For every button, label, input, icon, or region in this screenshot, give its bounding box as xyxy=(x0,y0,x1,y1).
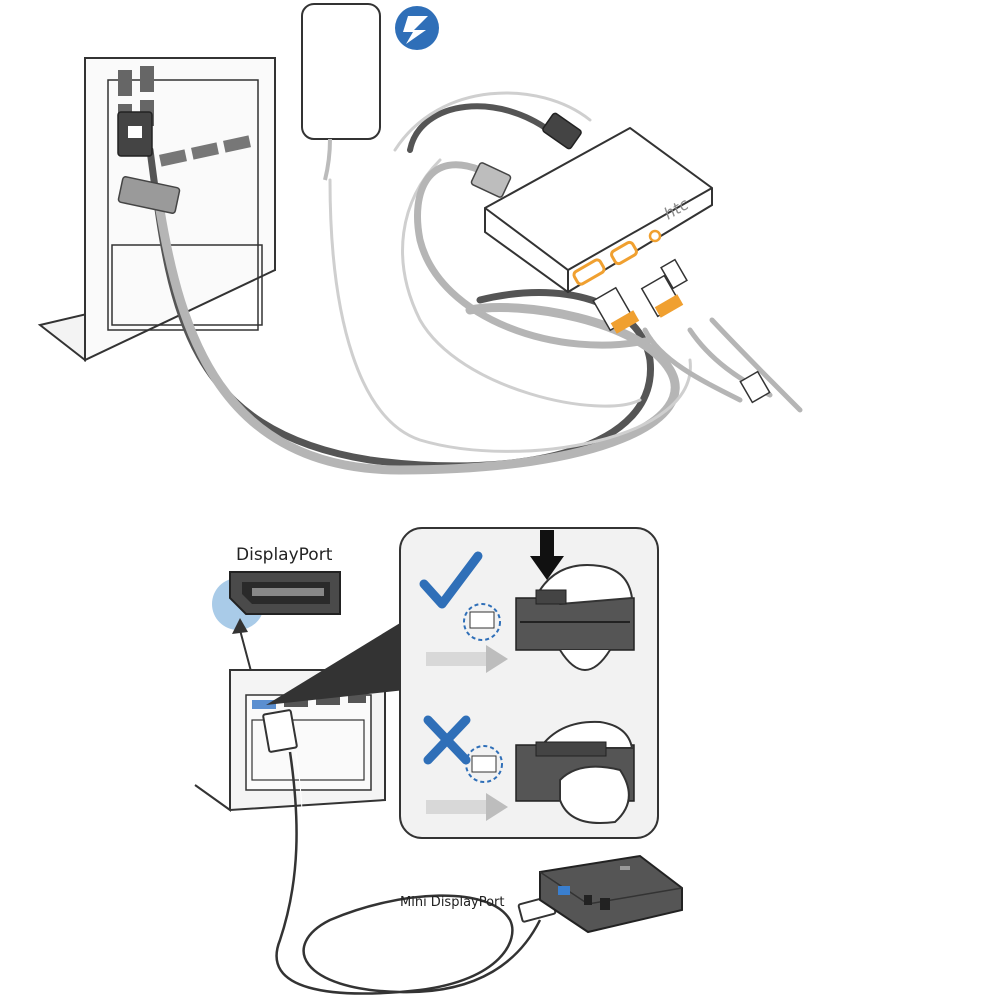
mini-dp-adapter xyxy=(539,854,683,934)
right-arrow-icon xyxy=(426,793,508,821)
link-box-output-plugs xyxy=(592,258,771,404)
correct-insertion xyxy=(419,530,635,673)
cross-icon xyxy=(423,715,471,765)
zoom-wedge xyxy=(266,620,405,705)
checkmark-icon xyxy=(419,551,483,609)
down-arrow-icon xyxy=(530,530,564,580)
power-adapter xyxy=(301,3,381,181)
displayport-port-closeup xyxy=(212,571,341,630)
displayport-label: DisplayPort xyxy=(236,545,333,565)
pc-plugs xyxy=(117,111,181,214)
wrong-insertion xyxy=(423,715,635,824)
right-arrow-icon xyxy=(426,645,508,673)
mini-displayport-label: Mini DisplayPort xyxy=(400,895,505,910)
link-box: htc xyxy=(470,112,713,294)
lightning-bolt-icon xyxy=(395,6,439,50)
